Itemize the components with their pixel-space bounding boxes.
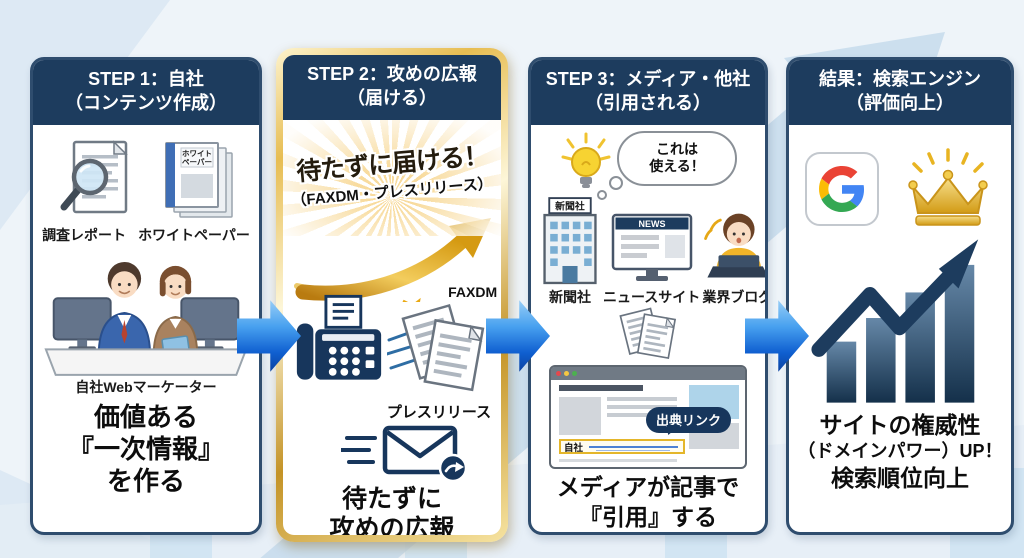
header-line-1: 結果：検索エンジン <box>819 69 981 89</box>
header-line-2: （届ける） <box>347 87 437 108</box>
step1-labels-row: 調査レポート ホワイトペーパー <box>42 225 250 245</box>
report-label: 調査レポート <box>42 226 127 243</box>
step1-caption: 価値ある 『一次情報』 を作る <box>68 401 224 498</box>
marketers-label: 自社Webマーケーター <box>75 378 217 395</box>
newspaper-label: 新聞社 <box>549 288 591 305</box>
industry-blog-column: 業界ブログ <box>700 205 768 307</box>
google-badge <box>804 151 879 226</box>
caption-line: 攻めの広報 <box>329 515 455 535</box>
header-line-2: （評価向上） <box>846 92 954 113</box>
header-line-1: STEP 3：メディア・他社 <box>545 69 751 89</box>
faxdm-label: FAXDM <box>448 283 498 300</box>
step3-media-row: 新聞社 新聞社 NEWS <box>531 195 765 307</box>
close-icon <box>556 371 561 377</box>
article-image-block <box>559 397 601 436</box>
google-g-icon <box>818 165 864 212</box>
step3-idea-row: これは 使える！ <box>559 130 737 200</box>
caption-line: 『引用』する <box>578 503 717 530</box>
caption-line: メディアが記事で <box>556 474 740 501</box>
browser-titlebar <box>551 367 745 381</box>
whitepaper-stack-icon: ホワイト ペーパー <box>165 141 233 218</box>
fax-machine-icon <box>296 294 381 380</box>
step2-papers: FAXDM <box>385 284 497 422</box>
panel-result: 結果：検索エンジン （評価向上） <box>786 57 1014 535</box>
growth-chart-arrow-icon <box>811 238 979 403</box>
minimize-icon <box>564 371 569 377</box>
header-line-1: STEP 2：攻めの広報 <box>307 64 477 84</box>
step1-icons-row: ホワイト ペーパー <box>56 137 236 223</box>
news-monitor-icon: NEWS <box>611 213 692 281</box>
thought-bubble: これは 使える！ <box>597 130 737 200</box>
panel-step2-gold-frame: STEP 2：攻めの広報 （届ける） 待たずに届ける！ （FAXDM・プレスリリ… <box>276 48 508 542</box>
caption-line: サイトの権威性 <box>819 411 981 438</box>
step2-caption: 待たずに 攻めの広報 （届ける） <box>329 484 454 536</box>
article-title-bar <box>559 385 643 392</box>
sunburst-decoration: 待たずに届ける！ （FAXDM・プレスリリース） <box>283 119 501 236</box>
news-site-column: NEWS ニュースサイト <box>603 213 700 307</box>
panel-step3: STEP 3：メディア・他社 （引用される） これは 使える！ <box>528 57 768 535</box>
panel-step1: STEP 1：自社 （コンテンツ作成） <box>30 57 262 535</box>
own-company-label: 自社 <box>564 442 584 454</box>
documents-icon <box>385 303 485 391</box>
caption-line: 検索順位向上 <box>830 464 969 491</box>
whitepaper-label: ホワイトペーパー <box>138 226 250 243</box>
panel-step2: STEP 2：攻めの広報 （届ける） 待たずに届ける！ （FAXDM・プレスリリ… <box>283 55 501 535</box>
caption-line: を作る <box>106 465 185 496</box>
browser-mockup: 自社 出典リンク <box>549 365 747 470</box>
thought-line-2: 使える！ <box>649 158 705 174</box>
newspaper-building-icon: 新聞社 <box>543 196 597 284</box>
blogger-illustration <box>704 213 765 277</box>
panel-result-header: 結果：検索エンジン （評価向上） <box>789 60 1011 125</box>
header-line-1: STEP 1：自社 <box>88 69 204 89</box>
source-url-link <box>587 442 680 451</box>
source-link-bubble: 出典リンク <box>645 407 731 434</box>
thought-line-1: これは <box>656 140 698 157</box>
caption-line: 待たずに <box>341 484 442 513</box>
result-icons-row <box>804 147 996 231</box>
newspaper-sign-label: 新聞社 <box>555 199 585 212</box>
result-caption: サイトの権威性 （ドメインパワー）UP！ 検索順位向上 <box>797 411 1002 494</box>
press-release-label: プレスリリース <box>386 403 492 421</box>
header-line-2: （引用される） <box>585 92 711 113</box>
news-site-label: ニュースサイト <box>603 288 701 305</box>
caption-line: （ドメインパワー）UP！ <box>797 441 1003 462</box>
flying-envelope-icon <box>341 425 468 482</box>
lightbulb-icon <box>561 132 611 188</box>
documents-icon <box>619 306 677 359</box>
news-banner-label: NEWS <box>638 219 665 229</box>
crown-icon <box>907 147 988 226</box>
step3-caption: メディアが記事で 『引用』する <box>557 473 739 532</box>
newspaper-column: 新聞社 新聞社 <box>537 195 603 307</box>
panel-step3-header: STEP 3：メディア・他社 （引用される） <box>531 60 765 125</box>
header-line-2: （コンテンツ作成） <box>65 92 227 113</box>
maximize-icon <box>572 371 577 377</box>
caption-line: 『一次情報』 <box>67 433 224 464</box>
whitepaper-cover-line-1: ホワイト <box>182 149 212 158</box>
whitepaper-cover-line-2: ペーパー <box>182 156 212 166</box>
citation-highlight-row: 自社 <box>559 439 685 455</box>
panel-step2-header: STEP 2：攻めの広報 （届ける） <box>283 55 501 120</box>
industry-blog-label: 業界ブログ <box>702 288 768 305</box>
magnifier-report-icon <box>60 139 128 213</box>
caption-line: 価値ある <box>93 401 198 432</box>
panel-step1-header: STEP 1：自社 （コンテンツ作成） <box>33 60 259 125</box>
step2-fax-row: FAXDM <box>293 284 497 422</box>
marketers-illustration <box>44 261 248 376</box>
